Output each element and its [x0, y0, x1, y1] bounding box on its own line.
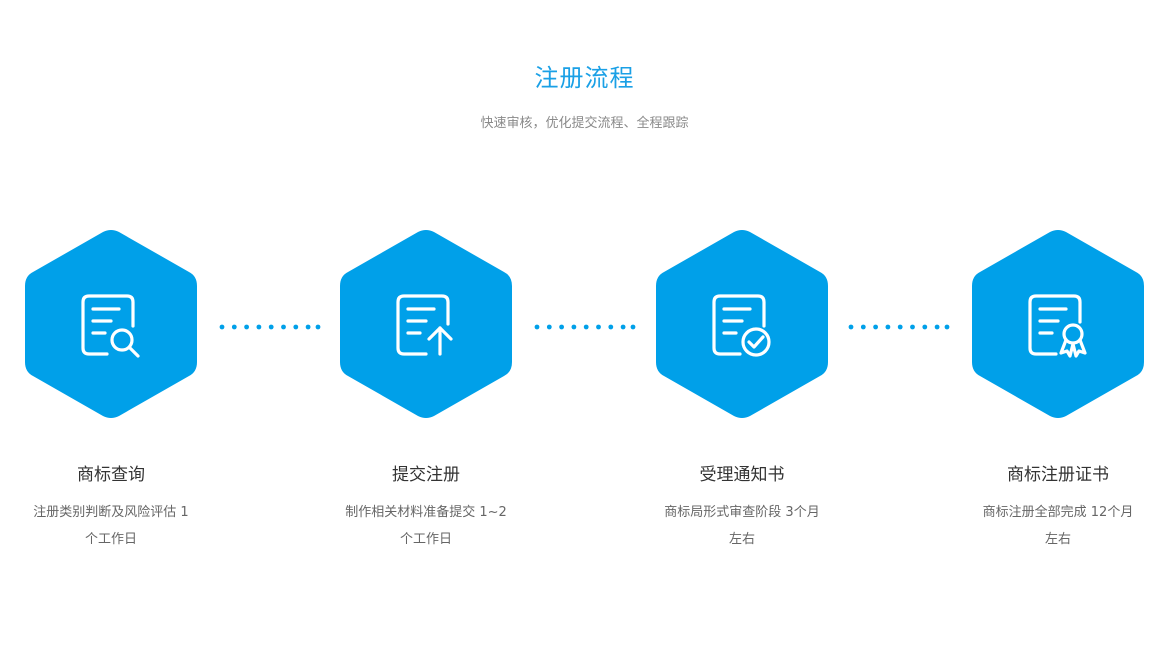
step-submit-registration: 提交注册 制作相关材料准备提交 1~2 个工作日 [306, 228, 546, 553]
step-title: 商标注册证书 [1007, 465, 1109, 485]
step-description: 制作相关材料准备提交 1~2 个工作日 [345, 505, 507, 547]
hexagon-badge [340, 230, 512, 418]
connector-dots [219, 324, 321, 330]
step-title: 提交注册 [392, 465, 460, 485]
hexagon-badge [972, 230, 1144, 418]
step-title: 受理通知书 [699, 465, 785, 485]
step-description: 注册类别判断及风险评估 1 个工作日 [33, 505, 189, 547]
document-check-icon [712, 294, 771, 357]
document-upload-icon [396, 294, 453, 356]
step-title: 商标查询 [77, 465, 145, 485]
page-title: 注册流程 [534, 64, 635, 92]
connector-dots [534, 324, 636, 330]
connector-dots [848, 324, 950, 330]
step-description: 商标局形式审查阶段 3个月 左右 [664, 505, 820, 547]
hexagon-badge [656, 230, 828, 418]
document-certificate-icon [1028, 294, 1087, 358]
page-subtitle: 快速审核，优化提交流程、全程跟踪 [480, 116, 689, 131]
step-description: 商标注册全部完成 12个月 左右 [982, 505, 1134, 547]
step-trademark-search: 商标查询 注册类别判断及风险评估 1 个工作日 [0, 228, 231, 553]
hexagon-badge [25, 230, 197, 418]
step-acceptance-notice: 受理通知书 商标局形式审查阶段 3个月 左右 [622, 228, 862, 553]
step-registration-certificate: 商标注册证书 商标注册全部完成 12个月 左右 [938, 228, 1169, 553]
document-search-icon [81, 294, 140, 358]
